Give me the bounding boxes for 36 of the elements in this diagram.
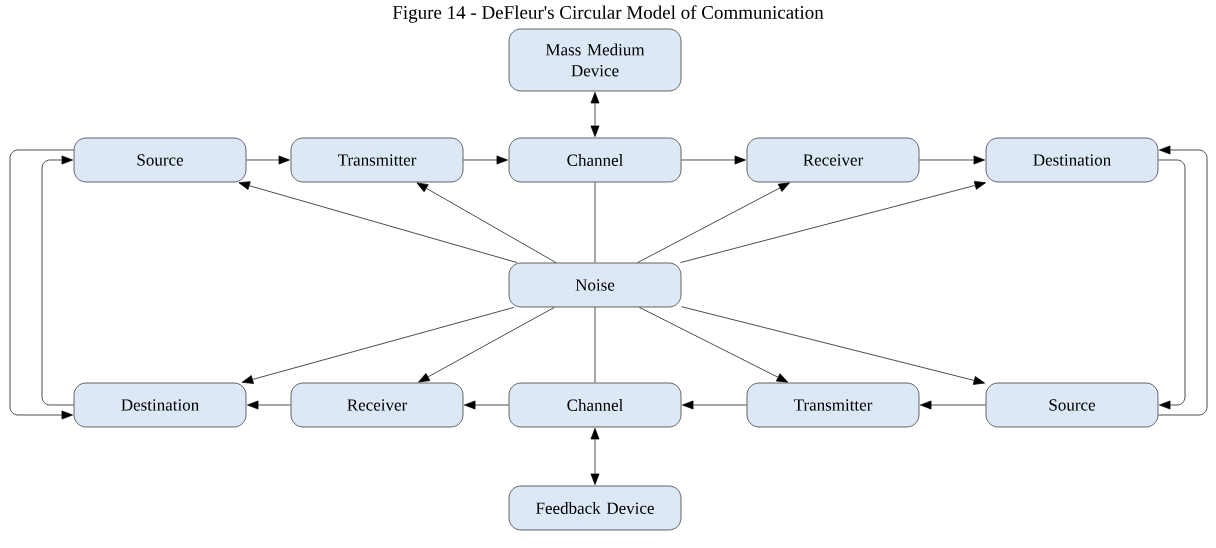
process-box: Transmitter xyxy=(290,137,464,183)
arrow xyxy=(416,182,557,263)
process-box: Channel xyxy=(508,382,682,428)
process-box: Receiver xyxy=(290,382,464,428)
arrow xyxy=(1158,145,1208,416)
process-box: Source xyxy=(985,382,1159,428)
process-box: Receiver xyxy=(746,137,920,183)
arrow xyxy=(1158,159,1186,410)
arrow xyxy=(9,149,74,420)
arrow xyxy=(639,307,789,383)
arrow xyxy=(637,182,790,263)
arrow xyxy=(681,155,746,165)
arrow xyxy=(919,155,985,165)
arrow xyxy=(464,400,509,410)
arrow xyxy=(418,307,555,383)
arrow xyxy=(247,400,291,410)
arrow xyxy=(682,400,747,410)
arrow xyxy=(680,181,986,263)
process-box: Feedback Device xyxy=(508,485,682,531)
arrow xyxy=(241,307,515,384)
arrow xyxy=(246,155,290,165)
arrow xyxy=(920,400,986,410)
process-box: Mass Medium Device xyxy=(508,28,682,92)
process-box: Transmitter xyxy=(746,382,920,428)
arrow xyxy=(590,428,600,485)
process-box: Channel xyxy=(508,137,682,183)
process-box: Destination xyxy=(985,137,1159,183)
arrow xyxy=(590,92,600,137)
arrow xyxy=(41,155,74,406)
noise-box: Noise xyxy=(508,262,682,308)
process-box: Destination xyxy=(73,382,247,428)
arrow xyxy=(681,306,985,385)
process-box: Source xyxy=(73,137,247,183)
arrow xyxy=(463,155,508,165)
arrow xyxy=(238,181,518,263)
title: Figure 14 - DeFleur's Circular Model of Communication xyxy=(392,5,824,23)
